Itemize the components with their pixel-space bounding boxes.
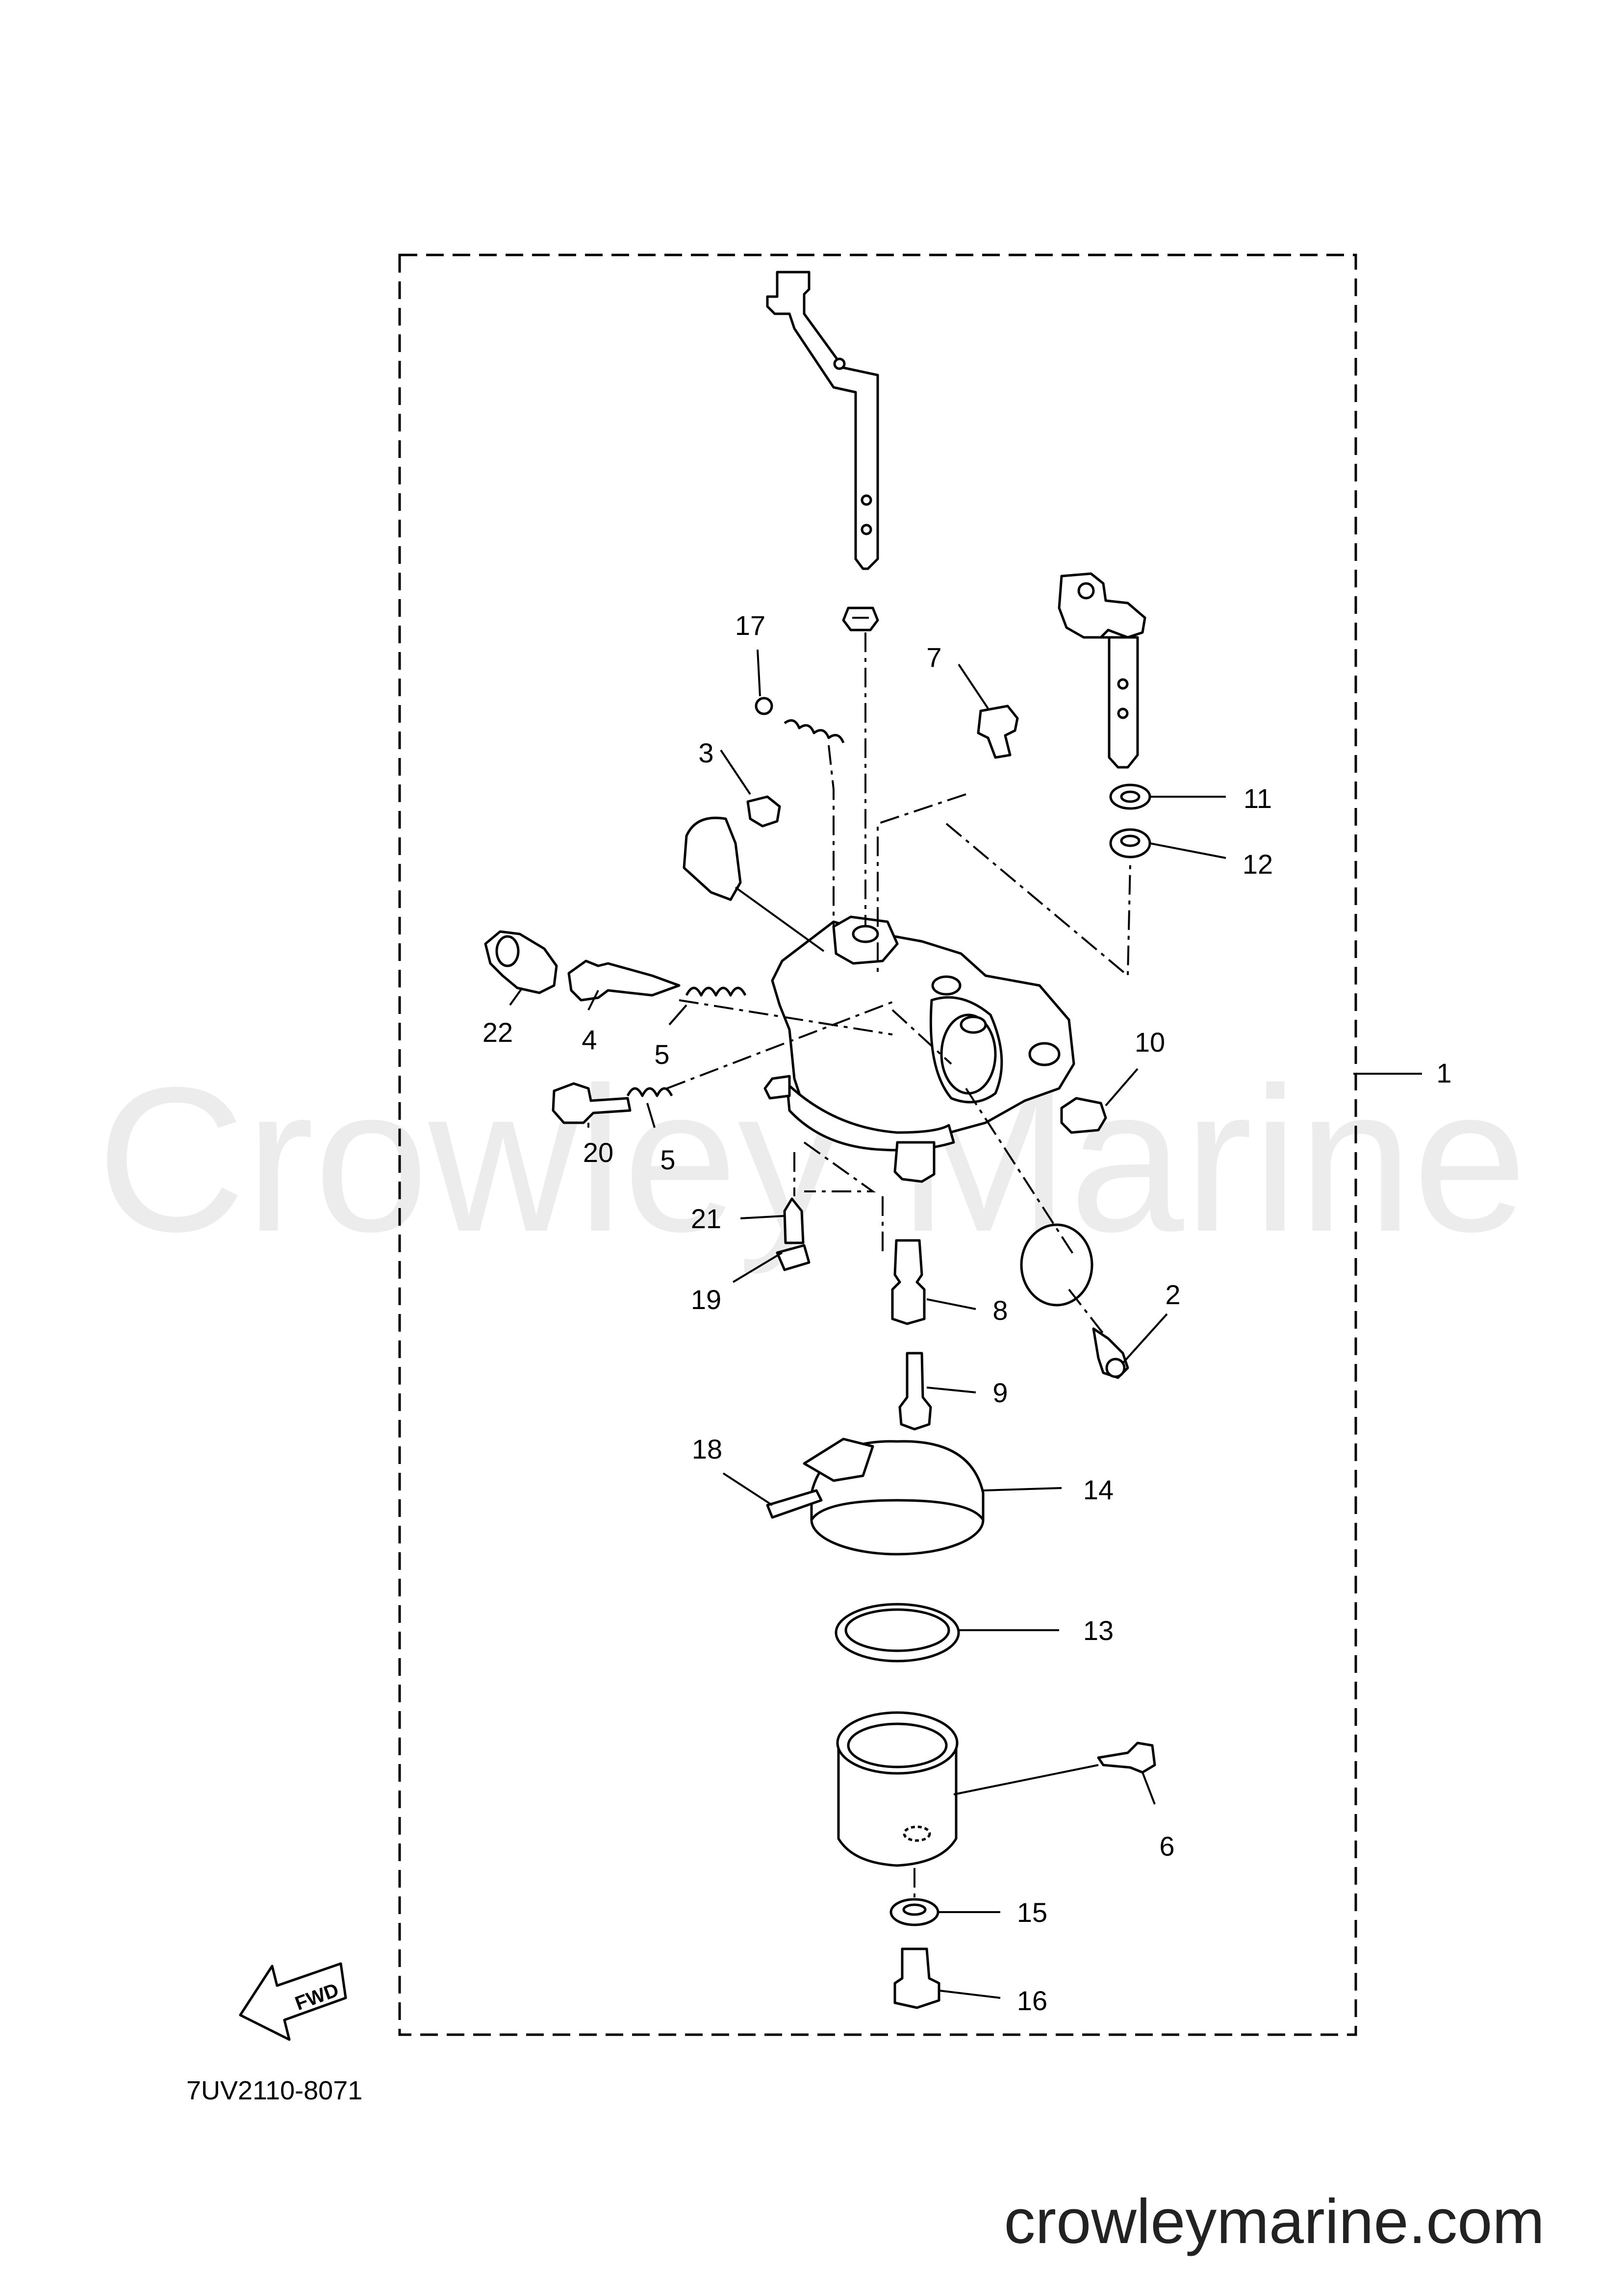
carburetor-body <box>763 915 1075 1183</box>
callout-14: 14 <box>1083 1474 1114 1505</box>
throttle-valve-plate <box>1020 1223 1093 1307</box>
pilot-screw-4 <box>567 959 681 1002</box>
callout-15: 15 <box>1017 1897 1047 1928</box>
throttle-shaft <box>1058 572 1146 769</box>
spring-17 <box>784 719 845 744</box>
callout-10: 10 <box>1135 1027 1165 1058</box>
callout-1: 1 <box>1436 1058 1451 1088</box>
check-ball-17 <box>755 697 773 715</box>
screw-7 <box>977 705 1019 759</box>
screw-20 <box>552 1082 632 1124</box>
cap-22 <box>484 930 558 994</box>
callout-11: 11 <box>1243 783 1272 814</box>
callouts: 1 2 3 4 5 5 6 7 8 9 10 11 12 13 14 15 16… <box>482 610 1452 2016</box>
callout-3: 3 <box>698 737 713 768</box>
float-14 <box>803 1438 985 1556</box>
throttle-lever <box>766 271 879 570</box>
leader-lines <box>509 649 1422 1999</box>
main-jet-9 <box>898 1352 932 1431</box>
website-url: crowleymarine.com <box>1004 2187 1545 2257</box>
callout-16: 16 <box>1017 1985 1047 2016</box>
callout-5b: 5 <box>660 1144 675 1175</box>
callout-21: 21 <box>691 1203 721 1234</box>
clip-19 <box>776 1244 811 1271</box>
screw-6 <box>1097 1741 1156 1774</box>
callout-19: 19 <box>691 1284 721 1315</box>
main-nozzle-8 <box>891 1239 926 1325</box>
callout-17: 17 <box>735 610 765 641</box>
float-chamber <box>836 1711 959 1867</box>
lever-plug <box>842 606 879 631</box>
assembly-frame <box>398 253 1357 2036</box>
callout-22: 22 <box>482 1017 513 1048</box>
callout-18: 18 <box>692 1434 722 1464</box>
jet-10 <box>1060 1097 1107 1134</box>
spring-5a <box>685 986 747 997</box>
callout-5a: 5 <box>654 1039 669 1070</box>
cover-plate <box>683 816 742 901</box>
spring-5b <box>626 1087 673 1097</box>
callout-12: 12 <box>1243 849 1273 880</box>
callout-9: 9 <box>992 1377 1008 1408</box>
callout-20: 20 <box>583 1137 613 1168</box>
callout-2: 2 <box>1165 1279 1180 1310</box>
callout-8: 8 <box>992 1295 1008 1326</box>
callout-7: 7 <box>926 642 941 673</box>
callout-13: 13 <box>1083 1615 1114 1646</box>
assembly-lines <box>666 632 1131 1902</box>
callout-6: 6 <box>1159 1831 1174 1862</box>
float-pin-18 <box>766 1489 823 1519</box>
diagram-code: 7UV2110-8071 <box>186 2076 362 2105</box>
screw-3 <box>746 795 781 828</box>
float-needle-21 <box>783 1197 805 1244</box>
drain-bolt-16 <box>893 1947 940 2009</box>
fwd-arrow: FWD <box>239 1962 347 2041</box>
callout-4: 4 <box>582 1024 597 1055</box>
